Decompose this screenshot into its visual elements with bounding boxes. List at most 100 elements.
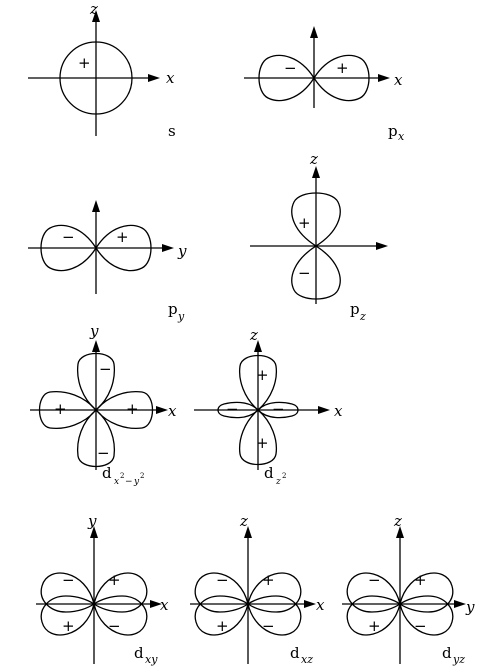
orbital-dz2: x z + + − − d z 2 — [194, 326, 343, 487]
z-axis-arrow-icon — [244, 526, 252, 538]
axis-label-x: x — [166, 69, 175, 87]
sign-minus-lower-right: − — [108, 617, 121, 635]
axis-label-z: z — [309, 150, 318, 168]
axis-label-x: x — [168, 402, 177, 420]
sign-plus-top: + — [256, 366, 269, 384]
sign-plus: + — [78, 54, 91, 72]
y-axis-arrow-icon — [90, 526, 98, 538]
s-sphere — [59, 41, 133, 115]
z-axis-arrow-icon — [92, 10, 100, 22]
lobe-positive — [95, 224, 152, 272]
x-axis-arrow-icon — [378, 74, 390, 82]
orbital-px: x − + p x — [244, 26, 405, 143]
caption-p: p — [168, 300, 178, 318]
x-axis-arrow-icon — [148, 74, 160, 82]
sign-plus-right: + — [126, 400, 139, 418]
axis-label-x: x — [334, 402, 343, 420]
caption-p: p — [350, 300, 360, 318]
sign-plus: + — [116, 228, 129, 246]
axis-label-y: y — [177, 242, 187, 260]
caption-sup-2: 2 — [140, 472, 144, 480]
caption-sub: xy — [145, 653, 158, 666]
sign-minus-upper-left: − — [216, 571, 229, 589]
axis-label-y: y — [87, 512, 97, 530]
x-axis-arrow-icon — [304, 600, 316, 608]
x-axis-arrow-icon — [156, 406, 168, 414]
sign-plus: + — [298, 214, 311, 232]
caption-sub: y — [177, 310, 185, 323]
sign-minus-bottom: − — [97, 444, 110, 462]
caption-s: s — [168, 122, 176, 140]
axis-label-z: z — [249, 326, 258, 344]
sign-plus-upper-right: + — [414, 571, 427, 589]
axis-label-x: x — [160, 596, 169, 614]
sign-plus-left: + — [54, 400, 67, 418]
axis-label-x: x — [316, 596, 325, 614]
sign-plus: + — [336, 59, 349, 77]
z-axis-arrow-icon — [312, 166, 320, 178]
sign-minus-lower-right: − — [262, 617, 275, 635]
caption-d: d — [264, 464, 274, 482]
x-axis-arrow-icon — [318, 406, 330, 414]
vertical-axis-arrow-icon — [310, 26, 318, 38]
horizontal-axis-arrow-icon — [376, 242, 388, 250]
caption-sub: xz — [301, 653, 313, 666]
axis-label-y: y — [89, 322, 99, 340]
caption-d: d — [134, 644, 144, 662]
orbital-dxy: x y − + + − d xy — [36, 512, 169, 666]
sign-minus-left: − — [226, 400, 239, 418]
sign-minus-right: − — [272, 400, 285, 418]
z-axis-arrow-icon — [254, 340, 262, 352]
lobe-negative — [291, 245, 341, 300]
sign-minus-upper-left: − — [368, 571, 381, 589]
caption-sub-x: x — [114, 477, 119, 487]
sign-minus: − — [62, 228, 75, 246]
lobe-up — [238, 354, 278, 411]
axis-label-y: y — [465, 598, 475, 616]
caption-sub: x — [398, 130, 405, 143]
y-axis-arrow-icon — [454, 600, 466, 608]
lobe-positive — [313, 54, 370, 102]
caption-d: d — [102, 464, 112, 482]
axis-label-z: z — [239, 512, 248, 530]
orbital-s: x z + s — [28, 0, 176, 140]
y-axis-arrow-icon — [162, 244, 174, 252]
vertical-axis-arrow-icon — [92, 200, 100, 212]
z-axis-arrow-icon — [396, 526, 404, 538]
axis-label-z: z — [393, 512, 402, 530]
lobe-down — [238, 409, 278, 466]
sign-minus-upper-left: − — [62, 571, 75, 589]
y-axis-arrow-icon — [92, 340, 100, 352]
ring-left — [217, 401, 259, 419]
axis-label-x: x — [394, 71, 403, 89]
lobe-positive — [291, 192, 341, 247]
sign-plus-lower-left: + — [368, 617, 381, 635]
sign-plus-upper-right: + — [262, 571, 275, 589]
caption-sub: z — [275, 477, 281, 487]
ring-right — [257, 401, 299, 419]
caption-sup-1: 2 — [120, 472, 124, 480]
caption-sup: 2 — [282, 472, 286, 480]
sign-minus: − — [298, 264, 311, 282]
sign-plus-lower-left: + — [216, 617, 229, 635]
caption-d: d — [290, 644, 300, 662]
orbital-dx2-y2: x y + + − − d x 2 − y 2 — [30, 322, 177, 487]
lobe-negative — [40, 224, 97, 272]
orbital-dxz: x z − + + − d xz — [190, 512, 325, 666]
caption-dash: − — [125, 477, 133, 487]
caption-d: d — [442, 644, 452, 662]
sign-minus-top: − — [99, 360, 112, 378]
orbital-pz: z + − p z — [250, 150, 388, 323]
x-axis-arrow-icon — [150, 600, 162, 608]
caption-sub-y: y — [133, 477, 140, 487]
orbital-dyz: y z − + + − d yz — [342, 512, 475, 666]
sign-minus-lower-right: − — [414, 617, 427, 635]
caption-sub: yz — [452, 653, 465, 666]
sign-minus: − — [284, 59, 297, 77]
orbital-py: y − + p y — [28, 200, 187, 323]
caption-p: p — [388, 122, 398, 140]
sign-plus-bottom: + — [256, 434, 269, 452]
sign-plus-lower-left: + — [62, 617, 75, 635]
